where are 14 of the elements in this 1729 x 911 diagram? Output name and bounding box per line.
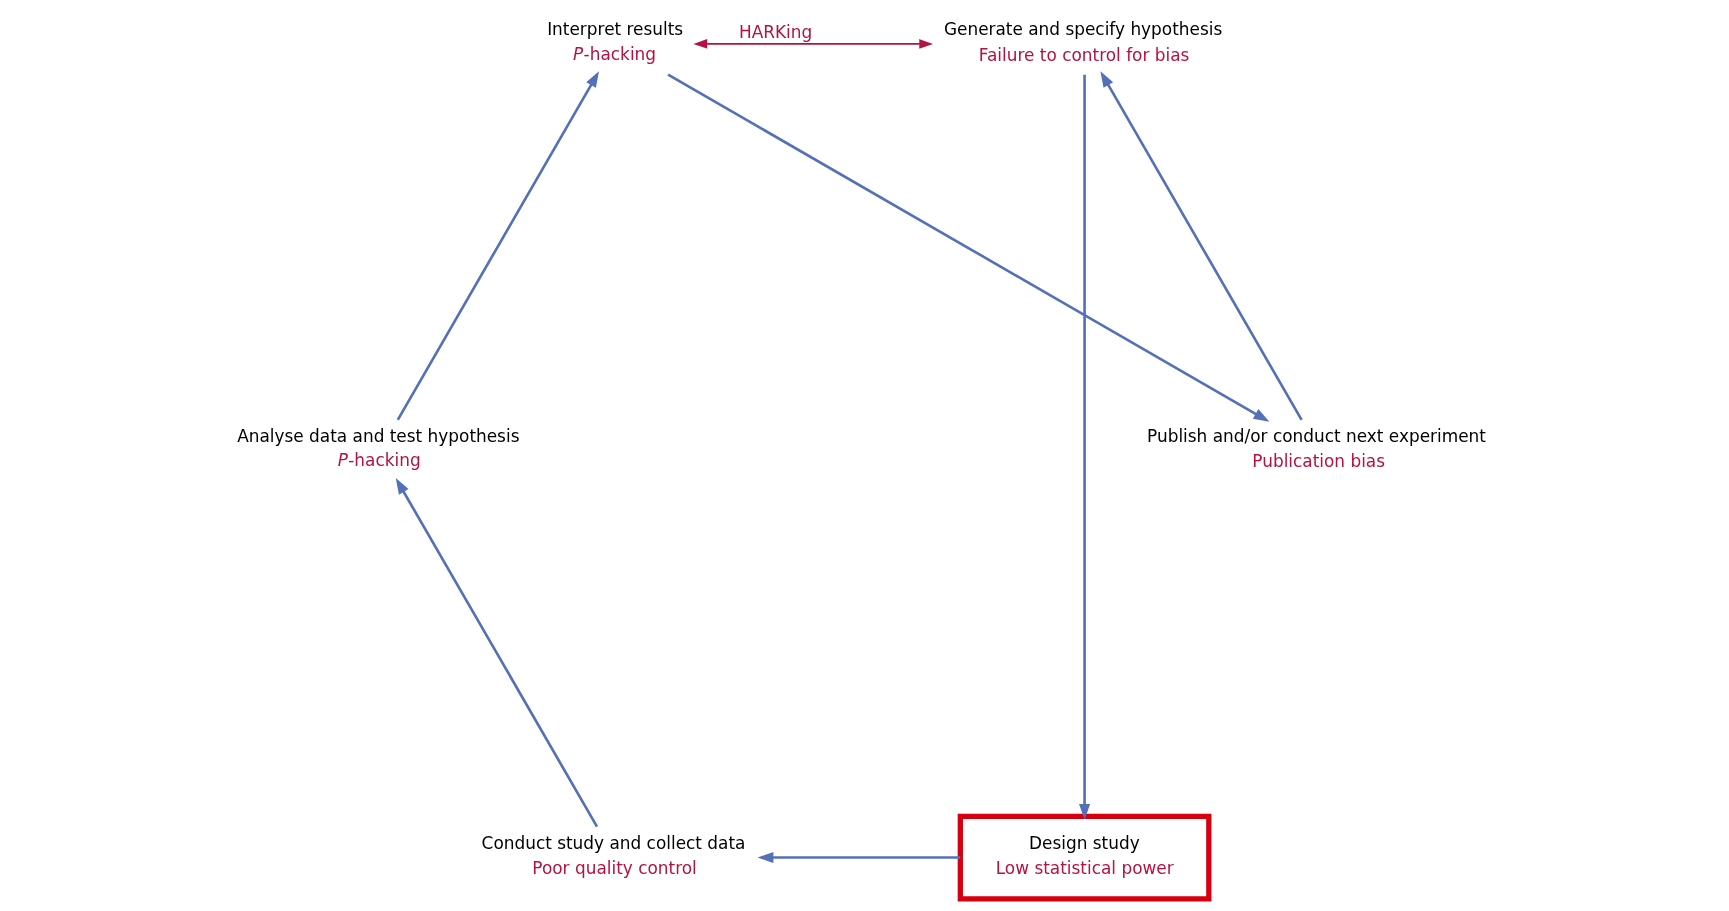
node-box: Design study Low statistical power <box>957 813 1212 901</box>
node-text: Conduct study and collect data Poor quality control <box>481 832 746 878</box>
arrow <box>1100 70 1303 420</box>
arrow <box>1079 74 1091 820</box>
node-text: Analyse data and test hypothesis P-hacking <box>237 425 520 470</box>
arrow <box>395 477 599 827</box>
edge-label: HARKing <box>739 21 813 42</box>
node-text: Publish and/or conduct next experiment Publication bias <box>1147 425 1486 471</box>
node-text: Generate and specify hypothesis Failure to control for bias <box>943 18 1223 65</box>
node-text: Interpret results P-hacking <box>547 18 684 64</box>
arrow <box>396 70 599 420</box>
arrow <box>667 73 1270 422</box>
arrow <box>757 851 961 863</box>
arrow <box>693 38 934 49</box>
